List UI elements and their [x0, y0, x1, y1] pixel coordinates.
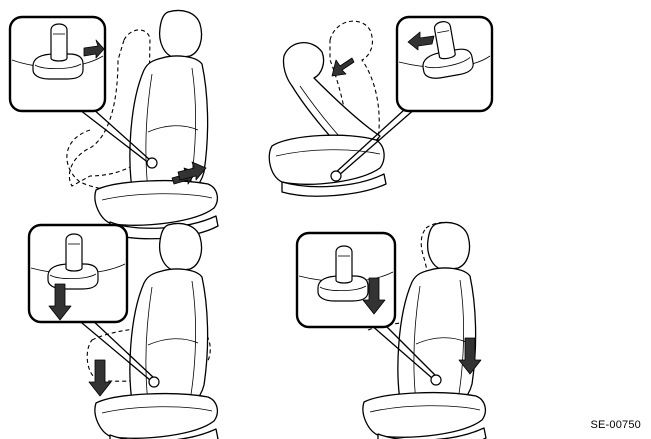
figure-code: SE-00750: [590, 419, 641, 431]
leader-line: [369, 323, 442, 386]
panel-cushion-height: [27, 222, 219, 439]
panel-slide: [8, 9, 219, 240]
leader-line: [330, 107, 417, 182]
recline-arrow-icon: [331, 31, 435, 77]
lever-hotspot: [148, 376, 160, 388]
panel-recline: [268, 15, 494, 197]
leader-line: [75, 317, 160, 388]
leader-line: [79, 107, 158, 169]
forward-arrow-icon: [83, 39, 207, 185]
lever-hotspot: [430, 374, 442, 386]
lever-hotspot: [146, 157, 158, 169]
lever-hotspot: [330, 170, 342, 182]
seat-reclined: [268, 42, 387, 197]
panel-seat-height: [295, 221, 487, 439]
seat-solid: [94, 9, 219, 240]
